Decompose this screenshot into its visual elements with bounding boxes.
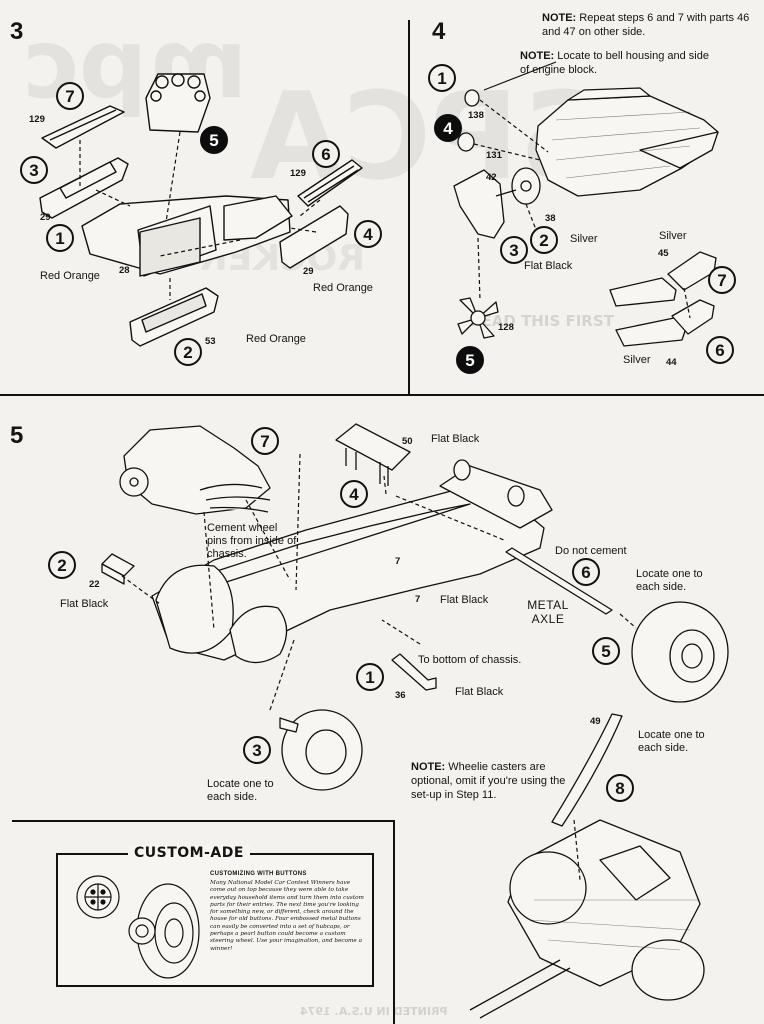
step-5-callout-1: 1 <box>356 663 384 691</box>
step-4-note-repeat-text: Repeat steps 6 and 7 with parts 46 and 4… <box>542 12 750 38</box>
step-5-callout-4: 4 <box>340 480 368 508</box>
step-5-label-metal-axle: METAL AXLE <box>527 598 569 627</box>
custom-ade-heading: CUSTOMIZING WITH BUTTONS <box>210 871 307 877</box>
step-3-label-red-orange-right: Red Orange <box>313 282 373 294</box>
step-3-part-129-left: 129 <box>29 114 45 125</box>
step-5-label-locate-one-c: Locate one to each side. <box>207 778 274 804</box>
step-3-illustration <box>39 73 363 347</box>
step-4-label-silver-a: Silver <box>570 233 598 245</box>
step-3-part-29-left: 29 <box>40 212 51 223</box>
step-5-part-50: 50 <box>402 436 413 447</box>
step-5-label-cement-pins: Cement wheel pins from inside of chassis… <box>207 522 297 561</box>
step-4-illustration <box>453 61 719 347</box>
step-3-part-29-right: 29 <box>303 266 314 277</box>
step-5-callout-6: 6 <box>572 558 600 586</box>
step-4-callout-7: 7 <box>708 266 736 294</box>
step-5-label-flat-black-mid: Flat Black <box>440 594 489 606</box>
step-5-label-flat-black-left: Flat Black <box>60 598 109 610</box>
step-3-callout-5: 5 <box>200 126 228 154</box>
step-5-callout-3: 3 <box>243 736 271 764</box>
step-4-part-128: 128 <box>498 322 514 333</box>
divider-horizontal <box>0 394 764 396</box>
step-5-label-do-not-cement: Do not cement <box>555 545 627 557</box>
step-3-callout-6: 6 <box>312 140 340 168</box>
step-4-part-44: 44 <box>666 357 677 368</box>
step-3-callout-3: 3 <box>20 156 48 184</box>
divider-vertical <box>408 20 410 396</box>
step-5-label-locate-one-a: Locate one to each side. <box>636 568 703 594</box>
step-5-callout-2: 2 <box>48 551 76 579</box>
step-3-callout-1: 1 <box>46 224 74 252</box>
step-5-note-label: NOTE: <box>411 761 446 773</box>
step-5-label-flat-black-low: Flat Black <box>455 686 504 698</box>
custom-ade-rule-top <box>12 820 395 822</box>
step-3-label-red-orange-bottom: Red Orange <box>246 333 306 345</box>
step-5-part-36: 36 <box>395 690 406 701</box>
step-5-callout-5: 5 <box>592 637 620 665</box>
step-4-label-silver-c: Silver <box>623 354 651 366</box>
step-4-number: 4 <box>432 18 446 45</box>
custom-ade-button-illustration <box>76 875 200 979</box>
step-4-part-38: 38 <box>545 213 556 224</box>
custom-ade-title: CUSTOM-ADE <box>128 845 250 861</box>
step-4-callout-5: 5 <box>456 346 484 374</box>
step-5-callout-7: 7 <box>251 427 279 455</box>
custom-ade-rule-right <box>393 820 395 1024</box>
step-5-note-text: Wheelie casters are optional, omit if yo… <box>411 761 566 801</box>
step-4-part-131: 131 <box>486 150 502 161</box>
step-4-callout-2: 2 <box>530 226 558 254</box>
step-5-callout-8: 8 <box>606 774 634 802</box>
step-5-note-wheelie: NOTE: Wheelie casters are optional, omit… <box>411 761 579 802</box>
step-5-part-49: 49 <box>590 716 601 727</box>
step-5-number: 5 <box>10 422 24 449</box>
step-4-callout-6: 6 <box>706 336 734 364</box>
step-4-part-45: 45 <box>658 248 669 259</box>
step-3-callout-2: 2 <box>174 338 202 366</box>
step-4-note-bell-label: NOTE: <box>520 50 555 62</box>
step-4-callout-1: 1 <box>428 64 456 92</box>
step-5-part-7-a: 7 <box>395 556 401 567</box>
step-3-part-53: 53 <box>205 336 216 347</box>
step-3-part-28: 28 <box>119 265 130 276</box>
step-4-note-repeat: NOTE: Repeat steps 6 and 7 with parts 46… <box>542 12 756 40</box>
step-5-label-locate-one-b: Locate one to each side. <box>638 729 705 755</box>
step-3-callout-4: 4 <box>354 220 382 248</box>
custom-ade-card: CUSTOM-ADE CUSTOMIZING WITH BUTTONS Many… <box>56 845 374 987</box>
step-3-callout-7: 7 <box>56 82 84 110</box>
step-5-part-7-b: 7 <box>415 594 421 605</box>
step-4-callout-3: 3 <box>500 236 528 264</box>
step-3-part-129-right: 129 <box>290 168 306 179</box>
step-3-number: 3 <box>10 18 24 45</box>
step-4-part-138: 138 <box>468 110 484 121</box>
step-4-callout-4: 4 <box>434 114 462 142</box>
step-3-label-red-orange-left: Red Orange <box>40 270 100 282</box>
step-4-part-42: 42 <box>486 172 497 183</box>
step-5-label-flat-black-top: Flat Black <box>431 433 480 445</box>
custom-ade-body: Many National Model Car Contest Winners … <box>210 880 364 952</box>
step-5-label-to-bottom: To bottom of chassis. <box>418 654 522 666</box>
step-4-note-repeat-label: NOTE: <box>542 12 577 24</box>
step-4-label-silver-b: Silver <box>659 230 687 242</box>
step-4-note-bell-text: Locate to bell housing and side of engin… <box>520 50 709 76</box>
step-4-label-flat-black: Flat Black <box>524 260 573 272</box>
step-4-note-bell: NOTE: Locate to bell housing and side of… <box>520 50 710 78</box>
step-5-part-22: 22 <box>89 579 100 590</box>
